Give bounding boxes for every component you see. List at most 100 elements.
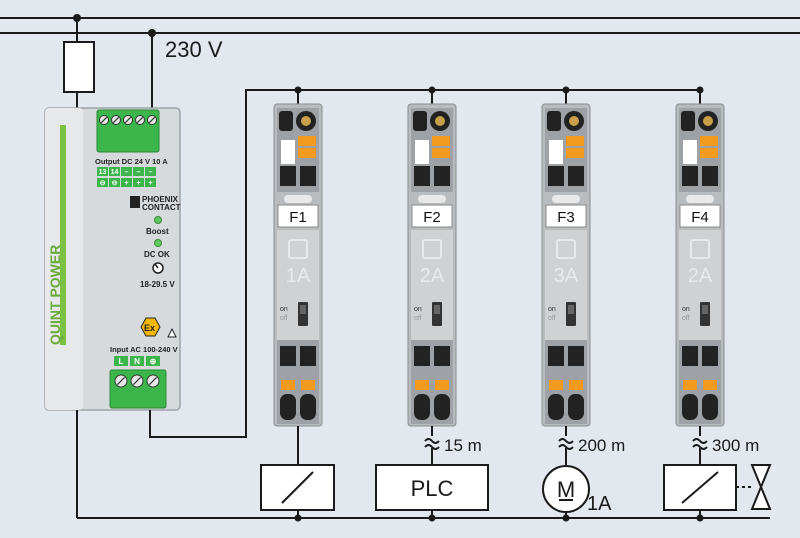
boost-led (154, 216, 162, 224)
psu-output-wire (149, 89, 700, 438)
bottom-screw-left (414, 394, 430, 420)
output-terminal-tag (121, 167, 132, 176)
solenoid-coil-diagonal (681, 471, 719, 504)
indicator-orange (566, 136, 584, 146)
junction-dot (696, 514, 704, 522)
toggle-lever (568, 305, 574, 314)
top-screw-head (301, 116, 311, 126)
rating-window (411, 230, 453, 345)
output-polarity-label: + (136, 180, 140, 187)
input-terminal-label: L (119, 357, 124, 366)
top-clamp-right (702, 166, 718, 186)
phoenix-logo-mark (690, 239, 710, 259)
phoenix-logo-mark (422, 239, 442, 259)
rating-window (679, 230, 721, 345)
junction-dot (562, 86, 570, 94)
junction-dot (294, 86, 302, 94)
switch-on-label: on (280, 306, 288, 313)
junction-dot (428, 86, 436, 94)
cable-break-mark (692, 444, 708, 450)
bottom-screw-right (434, 394, 450, 420)
output-terminal-tag (97, 178, 108, 187)
input-label: Input AC 100-240 V (110, 345, 178, 354)
label-strip (277, 204, 319, 228)
input-terminal-label: N (134, 357, 140, 366)
output-polarity-label: ⊖ (112, 180, 118, 187)
switch-on-label: on (414, 306, 422, 313)
bottom-clamp-left (414, 346, 430, 366)
bottom-screw-right (300, 394, 316, 420)
bottom-indicator-orange (569, 380, 583, 390)
indicator-orange (566, 148, 584, 158)
output-terminal-tag (109, 178, 120, 187)
switch-off-label: off (548, 315, 556, 322)
release-slot (284, 195, 312, 203)
bottom-indicator-orange (415, 380, 429, 390)
bottom-screw-left (548, 394, 564, 420)
top-clamp-right (300, 166, 316, 186)
input-terminal-tag (130, 356, 144, 366)
screw-slot (112, 116, 120, 124)
output-terminal-label: – (137, 169, 141, 176)
phoenix-logo-mark (556, 239, 576, 259)
junction-dot (148, 29, 156, 37)
output-terminal-tag (109, 167, 120, 176)
output-terminal-label: 13 (99, 169, 107, 176)
plc-label: PLC (411, 476, 454, 501)
load-solenoid-valve: 300 m (663, 426, 772, 522)
brand-line1: PHOENIX (142, 195, 179, 204)
junction-dot (696, 86, 704, 94)
bottom-indicator-orange (549, 380, 563, 390)
top-screw-head (569, 116, 579, 126)
top-clamp-right (434, 166, 450, 186)
rating-window (277, 230, 319, 345)
indicator-orange (700, 136, 718, 146)
switch-off-label: off (682, 315, 690, 322)
screw-slot (116, 376, 126, 386)
bottom-screw-left (682, 394, 698, 420)
psu-stripe (60, 125, 66, 345)
output-label: Output DC 24 V 10 A (95, 157, 168, 166)
bottom-indicator-orange (683, 380, 697, 390)
bottom-clamp-right (300, 346, 316, 366)
bottom-indicator-orange (703, 380, 717, 390)
switch-on-label: on (682, 306, 690, 313)
screw-slot (136, 116, 144, 124)
led-dcok-label: DC OK (144, 250, 170, 259)
breaker-id-label: F3 (557, 209, 575, 226)
cable-break-mark (692, 438, 708, 444)
plc-box (375, 464, 489, 511)
bottom-indicator-orange (281, 380, 295, 390)
junction-dot (294, 514, 302, 522)
screw-slot (148, 376, 158, 386)
top-screw-left (413, 111, 427, 131)
bottom-clamp-right (568, 346, 584, 366)
label-strip (679, 204, 721, 228)
toggle-lever (300, 305, 306, 314)
toggle-lever (702, 305, 708, 314)
indicator-orange (432, 136, 450, 146)
load-relay-1 (260, 426, 335, 522)
breaker-rating-label: 2A (688, 265, 713, 287)
breaker-rating-label: 1A (286, 265, 311, 287)
bottom-clamp-left (280, 346, 296, 366)
valve-triangle-top (750, 464, 772, 490)
output-terminal-label: – (125, 169, 129, 176)
motor-label: M (557, 477, 575, 502)
breaker-id-label: F4 (691, 209, 709, 226)
screw-slot (124, 116, 132, 124)
bottom-screw-right (568, 394, 584, 420)
top-clamp-left (280, 166, 296, 186)
indicator-orange (298, 136, 316, 146)
bottom-clamp-left (682, 346, 698, 366)
output-polarity-label: + (148, 180, 152, 187)
bottom-clamp-right (702, 346, 718, 366)
rating-window (545, 230, 587, 345)
bottom-clamp-left (548, 346, 564, 366)
